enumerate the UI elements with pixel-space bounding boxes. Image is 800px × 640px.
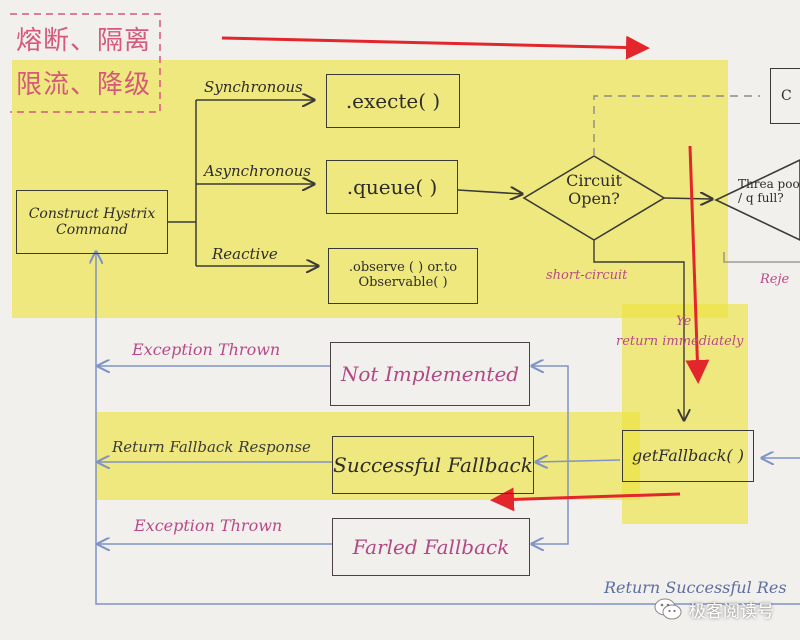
label-exception-thrown-1: Exception Thrown xyxy=(132,340,281,359)
execute-box: .execte( ) xyxy=(326,74,460,128)
not-implemented-box: Not Implemented xyxy=(330,342,530,406)
get-fallback-box: getFallback( ) xyxy=(622,430,754,482)
label-yes: Ye xyxy=(676,314,692,329)
observe-box: .observe ( ) or.to Observable( ) xyxy=(328,248,478,304)
queue-box: .queue( ) xyxy=(326,160,458,214)
red-arrow-down xyxy=(685,145,710,384)
edge-return-successful xyxy=(96,252,800,605)
watermark: 极客阅读号 xyxy=(653,594,774,624)
construct-hystrix-command-box: Construct Hystrix Command xyxy=(16,190,168,254)
highlight-fallback-row xyxy=(96,412,640,500)
label-synchronous: Synchronous xyxy=(204,78,303,96)
circuit-open-label: Circuit Open? xyxy=(566,171,622,209)
label-return-successful: Return Successful Res xyxy=(604,578,787,597)
highlight-top xyxy=(12,60,728,318)
edge-short-circuit xyxy=(593,240,684,420)
edge-circuit-thread xyxy=(663,198,712,199)
label-return-immediately: return immediately xyxy=(616,334,744,349)
edge-get-successful xyxy=(536,460,621,462)
edge-queue-circuit xyxy=(457,190,522,194)
red-arrow-left xyxy=(490,487,681,512)
wechat-icon xyxy=(654,598,682,620)
failed-fallback-box: Farled Fallback xyxy=(332,518,530,576)
note-line-2: 限流、降级 xyxy=(16,70,152,100)
note-line-1: 熔断、隔离 xyxy=(16,26,152,56)
label-short-circuit: short-circuit xyxy=(546,268,628,283)
note-frame xyxy=(10,13,161,113)
successful-fallback-box: Successful Fallback xyxy=(332,436,534,494)
corner-box: C xyxy=(770,68,800,124)
thread-diamond xyxy=(714,159,800,241)
label-reactive: Reactive xyxy=(212,245,278,263)
edge-spine xyxy=(532,366,569,462)
label-return-fallback-response: Return Fallback Response xyxy=(112,438,311,456)
branch-trunk xyxy=(168,100,197,266)
thread-pool-label: Threa pool / q full? xyxy=(738,177,800,205)
edge-reject xyxy=(723,252,800,263)
label-asynchronous: Asynchronous xyxy=(204,162,311,180)
label-exception-thrown-2: Exception Thrown xyxy=(134,516,283,535)
dashed-loop xyxy=(593,95,760,156)
red-arrow-top xyxy=(221,35,650,60)
label-reject: Reje xyxy=(760,272,790,287)
watermark-text: 极客阅读号 xyxy=(689,601,774,622)
edge-spine-down xyxy=(532,462,569,544)
